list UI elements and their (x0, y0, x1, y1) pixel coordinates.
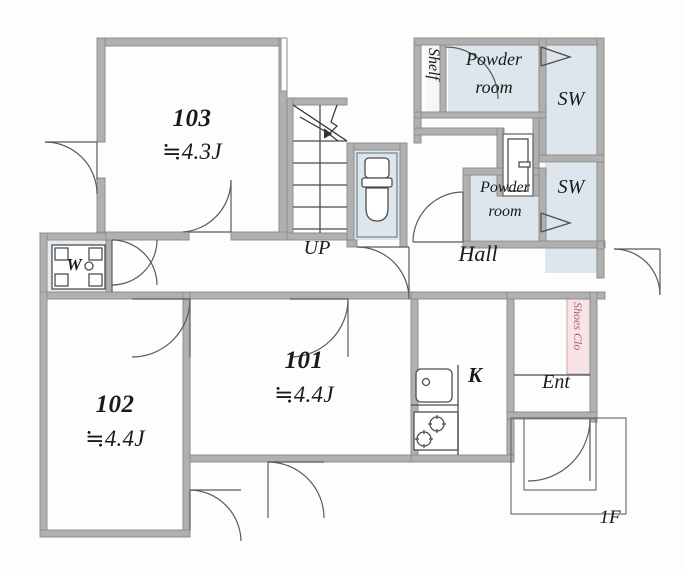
fixtures (51, 46, 627, 515)
wall-102-top (39, 291, 191, 300)
wall-hall-right-exterior (596, 240, 605, 250)
kitchen-label: K (467, 363, 482, 387)
powder-room-upper-label-line2: room (475, 77, 513, 97)
wall-toilet-bottom-left (346, 239, 358, 248)
up-label: UP (303, 237, 331, 259)
wall-103-top (96, 37, 288, 47)
wall-103-bottom-right (230, 231, 288, 241)
wall-ent-top (506, 291, 606, 300)
wall-toilet-top (346, 142, 408, 151)
wall-101-top (189, 291, 419, 300)
wall-sw-divider (538, 154, 605, 163)
wall-washer-top (39, 232, 107, 241)
wall-topright-top (413, 37, 605, 46)
wall-powder-upper-bottom (420, 111, 547, 119)
door-101-bottom (267, 461, 325, 519)
room-102-area: ≒4.4J (85, 426, 145, 451)
door-washer-area (111, 239, 158, 292)
wall-ent-left (506, 291, 515, 413)
wall-stairs-left (286, 97, 294, 241)
washer-label: W (66, 255, 82, 274)
wall-102-right (182, 291, 191, 538)
door-entrance-main (527, 418, 591, 482)
wall-ent-bottom (506, 411, 598, 420)
wall-toilet-right (399, 142, 408, 248)
entrance-porch-outline (510, 417, 627, 515)
wall-powder-lower-bottom (462, 240, 606, 249)
walls (39, 37, 606, 538)
shelf-label: Shelf (425, 48, 442, 80)
wall-kitchen-bottom (410, 454, 515, 463)
wall-103-left-lower (96, 177, 106, 241)
wall-kitchen-top (410, 291, 515, 300)
sw-lower-label: SW (557, 176, 585, 198)
door-swings (44, 46, 661, 542)
powder-room-lower-label-line1: Powder (480, 179, 530, 196)
door-102-top (131, 298, 191, 358)
wall-102-left (39, 291, 48, 538)
powder-room-upper-label-line1: Powder (466, 49, 522, 69)
door-toilet (356, 246, 410, 300)
toilet-icon (356, 152, 398, 238)
up-direction-arrow-icon (299, 104, 339, 142)
floor-label: 1F (599, 507, 621, 528)
window-103 (280, 37, 288, 92)
sw-upper-fill (545, 45, 597, 155)
room-102-number: 102 (95, 391, 135, 418)
room-101-area: ≒4.4J (274, 382, 334, 407)
door-powder-upper (445, 46, 499, 100)
door-101-top (289, 298, 349, 358)
kitchen-sink-icon (415, 368, 453, 403)
sliding-door-arrow-icon-upper (540, 46, 573, 67)
wall-hall-top-horizontal (413, 127, 505, 136)
entrance-label: Ent (542, 371, 570, 393)
powder-room-lower-label-line2: room (488, 203, 522, 220)
room-101-number: 101 (284, 347, 324, 374)
door-powder-lower (412, 191, 464, 243)
door-102-bottom (189, 489, 242, 542)
wall-102-bottom (39, 529, 191, 538)
wall-stairs-top (286, 97, 348, 106)
shoes-closet-label: Shoes Clo (571, 302, 585, 351)
wall-powder-upper-right (538, 37, 547, 159)
wall-washer-right (105, 239, 113, 300)
hall-label: Hall (458, 241, 498, 266)
door-103-left (44, 141, 98, 195)
stove-burner-icon (411, 365, 459, 455)
sw-upper-label: SW (557, 88, 585, 110)
wall-103-left (96, 37, 106, 143)
sliding-door-arrow-icon-lower (540, 212, 573, 233)
powder-room-upper-fill (448, 45, 540, 118)
door-hall-exterior (613, 248, 661, 296)
wall-toilet-left (346, 142, 355, 248)
wall-ent-right (589, 291, 598, 423)
wall-103-bottom-left (96, 231, 190, 241)
room-103-area: ≒4.3J (162, 139, 222, 164)
closet-door-icon (502, 133, 534, 197)
wall-powder-lower-right (538, 167, 547, 249)
wall-washer-left (39, 232, 48, 300)
wall-101-bottom (189, 454, 419, 463)
room-103-number: 103 (172, 105, 212, 132)
wall-powder-lower-left (462, 167, 471, 249)
door-103-bottom (182, 179, 232, 233)
staircase-up-icon (292, 104, 348, 233)
washing-machine-pan-icon (51, 244, 106, 290)
